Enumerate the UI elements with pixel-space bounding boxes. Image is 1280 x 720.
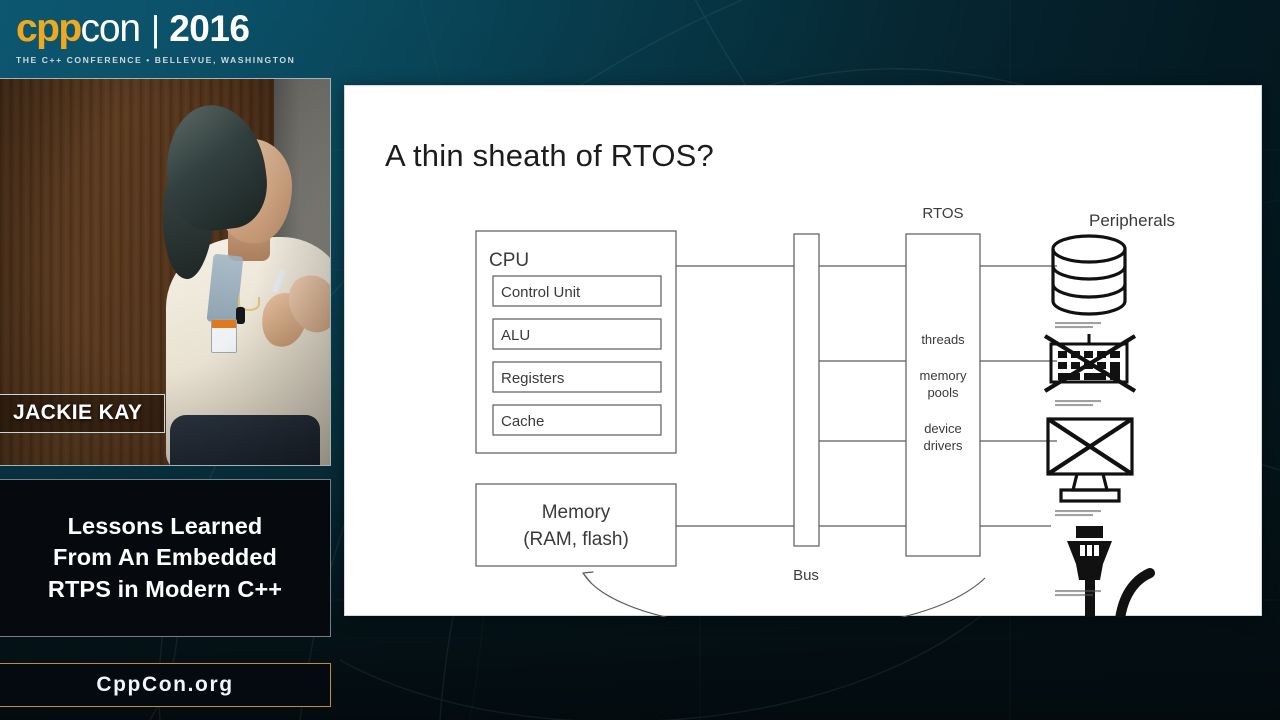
keyboard-crossed-out-mark [1043, 334, 1137, 393]
cpu-component-alu: ALU [501, 327, 530, 344]
network-plug-icon-attribution [1055, 590, 1101, 597]
cpu-component-cache: Cache [501, 413, 544, 430]
rtos-label: RTOS [922, 205, 963, 222]
rtos-service-device-drivers-line-2: drivers [923, 438, 963, 453]
rtos-service-threads: threads [921, 332, 965, 347]
slide-title: A thin sheath of RTOS? [385, 138, 714, 173]
talk-title-line-3: RTPS in Modern C++ [47, 575, 283, 602]
database-icon-attribution [1055, 322, 1101, 329]
speaker-microphone [236, 307, 245, 324]
memory-box [475, 483, 677, 567]
rtos-box [905, 233, 981, 557]
memory-label-line-2: (RAM, flash) [523, 529, 629, 550]
cpu-component-registers: Registers [501, 370, 564, 387]
cpu-label: CPU [489, 250, 529, 271]
logo-subtitle: THE C++ CONFERENCE • BELLEVUE, WASHINGTO… [16, 55, 296, 65]
speaker-badge [211, 319, 237, 353]
cpu-box [475, 230, 677, 454]
logo-cpp-text: cpp [16, 7, 82, 50]
keyboard-icon-attribution [1055, 400, 1101, 407]
memory-label-line-1: Memory [542, 502, 611, 523]
speaker-name: JACKIE KAY [13, 401, 143, 424]
presentation-slide: A thin sheath of RTOS? [344, 85, 1262, 617]
bus-box [793, 233, 820, 547]
database-icon [1051, 234, 1127, 316]
dma-arrow [582, 571, 986, 617]
speaker-jeans [170, 415, 320, 465]
cppcon-logo: cpp con | 2016 THE C++ CONFERENCE • BELL… [0, 0, 332, 76]
cppcon-url-panel[interactable]: CppCon.org [0, 663, 331, 707]
talk-title-line-2: From An Embedded [53, 544, 277, 571]
cpu-component-control-unit: Control Unit [501, 284, 581, 301]
logo-year: 2016 [169, 8, 250, 49]
logo-separator: | [150, 8, 161, 49]
talk-title-line-1: Lessons Learned [67, 513, 263, 540]
monitor-icon-attribution [1055, 510, 1101, 517]
rtos-service-memory-pools-line-2: pools [927, 385, 959, 400]
speaker-necklace [238, 297, 260, 311]
monitor-icon [1046, 417, 1134, 503]
speaker-nameplate: JACKIE KAY [0, 394, 166, 433]
bus-label: Bus [793, 567, 819, 584]
cppcon-url-text: CppCon.org [96, 673, 234, 696]
rtos-architecture-diagram: CPU Control Unit ALU Registers Cache Mem… [475, 205, 1175, 617]
speaker-video-panel[interactable]: JACKIE KAY [0, 78, 331, 466]
rtos-service-device-drivers-line-1: device [924, 421, 962, 436]
peripherals-label: Peripherals [1089, 211, 1175, 230]
speaker-figure [78, 79, 330, 465]
monitor-crossed-out-mark [1046, 417, 1134, 476]
badge-color-strip [212, 320, 236, 328]
rtos-service-memory-pools-line-1: memory [920, 368, 967, 383]
logo-con-text: con [80, 7, 141, 50]
talk-title-panel: Lessons Learned From An Embedded RTPS in… [0, 479, 331, 637]
network-plug-icon [1067, 526, 1155, 617]
keyboard-icon [1043, 334, 1137, 393]
